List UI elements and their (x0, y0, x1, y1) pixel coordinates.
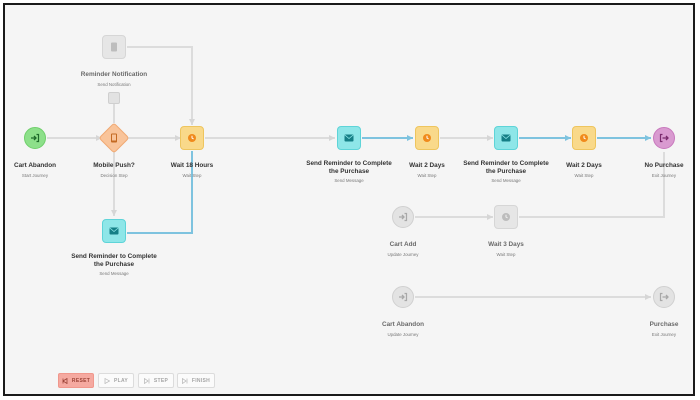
finish-label: FINISH (191, 377, 211, 384)
node-subtitle: Wait Step (496, 251, 516, 257)
node-title-line1: Send Reminder to Complete (463, 160, 549, 167)
node-title-line1: Send Reminder to Complete (306, 160, 392, 167)
play-button[interactable]: PLAY (98, 373, 134, 388)
clock-icon (187, 133, 197, 143)
send-reminder-1-node[interactable] (337, 126, 361, 150)
no-purchase-exit-node[interactable] (653, 127, 675, 149)
no-purchase-label: No Purchase Exit Journey (644, 162, 683, 178)
sign-in-icon (398, 212, 408, 222)
envelope-icon (501, 134, 511, 142)
reset-button[interactable]: RESET (58, 373, 94, 388)
node-title: Wait 2 Days (566, 162, 602, 169)
purchase-exit-node[interactable] (653, 286, 675, 308)
sign-out-icon (659, 292, 669, 302)
node-subtitle: Wait Step (574, 172, 594, 178)
reminder-notification-label: Reminder Notification Send Notification (81, 71, 147, 87)
wait-2-days-2-node[interactable] (572, 126, 596, 150)
wait-2-days-1-label: Wait 2 Days Wait Step (409, 162, 445, 178)
node-title-line2: the Purchase (485, 167, 527, 175)
step-icon (144, 377, 150, 384)
node-subtitle: Exit Journey (651, 331, 677, 337)
envelope-icon (109, 227, 119, 235)
node-title: Cart Abandon (381, 321, 425, 328)
wait-18-hours-label: Wait 18 Hours Wait Step (171, 162, 213, 178)
edge-notification-to-wait (127, 46, 195, 125)
reset-icon (62, 377, 68, 384)
node-subtitle: Update Journey (387, 251, 419, 257)
node-title: Reminder Notification (80, 71, 148, 78)
finish-button[interactable]: FINISH (177, 373, 215, 388)
wait-2-days-1-node[interactable] (415, 126, 439, 150)
cart-abandon-start-node[interactable] (24, 127, 46, 149)
node-title-line1: Send Reminder to Complete (71, 253, 157, 260)
node-title: Wait 2 Days (409, 162, 445, 169)
sign-in-icon (30, 133, 40, 143)
play-label: PLAY (113, 377, 129, 384)
node-title: No Purchase (644, 162, 684, 169)
cart-abandon-update-node[interactable] (392, 286, 414, 308)
cart-add-label: Cart Add Update Journey (388, 241, 419, 257)
send-reminder-left-node[interactable] (102, 219, 126, 243)
node-subtitle: Decision Step (100, 172, 128, 178)
purchase-exit-label: Purchase Exit Journey (650, 321, 679, 337)
node-subtitle: Send Message (334, 178, 364, 183)
mobile-icon (110, 42, 118, 52)
node-subtitle: Exit Journey (651, 172, 677, 178)
play-icon (104, 377, 110, 384)
node-subtitle: Wait Step (417, 172, 437, 178)
reset-label: RESET (71, 377, 91, 384)
wait-18-hours-node[interactable] (180, 126, 204, 150)
wait-2-days-2-label: Wait 2 Days Wait Step (566, 162, 602, 178)
node-title: Wait 18 Hours (170, 162, 214, 169)
envelope-icon (344, 134, 354, 142)
send-reminder-2-node[interactable] (494, 126, 518, 150)
clock-icon (501, 212, 511, 222)
node-subtitle: Update Journey (387, 331, 419, 337)
mobile-icon (110, 133, 118, 143)
node-title: Mobile Push? (93, 162, 135, 169)
mobile-push-label: Mobile Push? Decision Step (93, 162, 135, 178)
node-subtitle: Start Journey (21, 172, 49, 178)
wait-3-days-node[interactable] (494, 205, 518, 229)
node-title: Cart Abandon (13, 162, 57, 169)
sign-in-icon (398, 292, 408, 302)
send-reminder-1-label: Send Reminder to Complete the Purchase S… (306, 160, 392, 183)
finish-icon (182, 377, 188, 384)
node-subtitle: Send Message (99, 271, 129, 276)
step-button[interactable]: STEP (138, 373, 174, 388)
node-title: Cart Add (389, 241, 417, 248)
edge-send-message-to-wait (127, 151, 193, 234)
cart-abandon-update-label: Cart Abandon Update Journey (382, 321, 424, 337)
journey-canvas: Reminder Notification Send Notification … (3, 3, 695, 396)
node-subtitle: Send Notification (97, 81, 131, 87)
connector-handle[interactable] (108, 92, 120, 104)
node-title: Purchase (649, 321, 679, 328)
edge-wait3-to-nopurchase (519, 152, 665, 218)
journey-connections (47, 46, 665, 300)
cart-abandon-start-label: Cart Abandon Start Journey (14, 162, 56, 178)
clock-icon (579, 133, 589, 143)
mobile-push-decision-node[interactable] (98, 122, 130, 154)
sign-out-icon (659, 133, 669, 143)
clock-icon (422, 133, 432, 143)
wait-3-days-label: Wait 3 Days Wait Step (488, 241, 524, 257)
cart-add-node[interactable] (392, 206, 414, 228)
reminder-notification-node[interactable] (102, 35, 126, 59)
node-title-line2: the Purchase (328, 167, 370, 175)
send-reminder-left-label: Send Reminder to Complete the Purchase S… (71, 253, 157, 276)
node-title-line2: the Purchase (93, 260, 135, 268)
send-reminder-2-label: Send Reminder to Complete the Purchase S… (463, 160, 549, 183)
node-title: Wait 3 Days (488, 241, 524, 248)
node-subtitle: Wait Step (182, 172, 202, 178)
step-label: STEP (153, 377, 169, 384)
node-subtitle: Send Message (491, 178, 521, 183)
